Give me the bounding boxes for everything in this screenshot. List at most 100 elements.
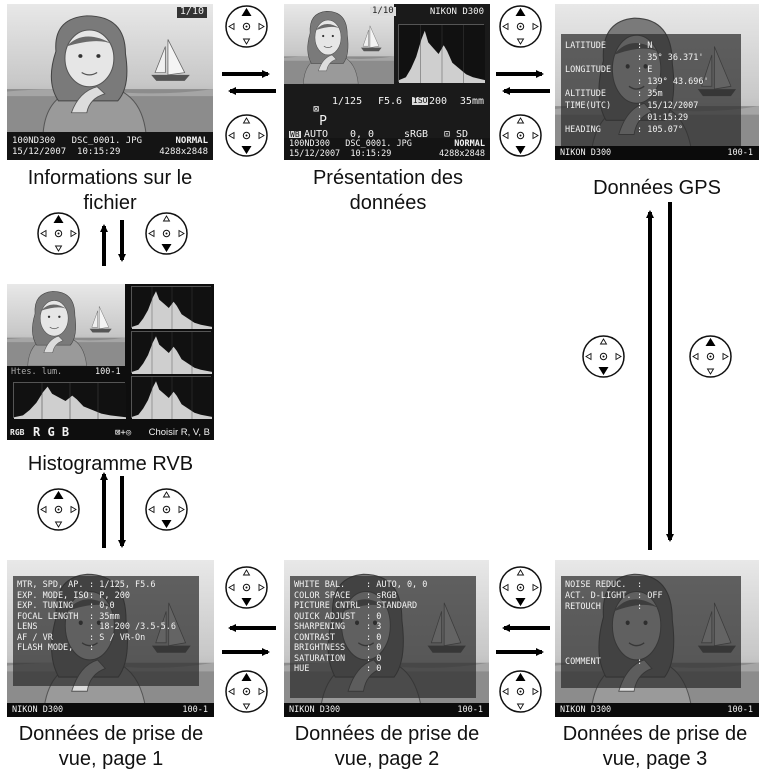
luminance-histogram xyxy=(13,382,126,419)
data-row-value: : 0,0 xyxy=(89,601,115,611)
data-row-label: LENS xyxy=(17,622,38,632)
data-row: WHITE BAL.: AUTO, 0, 0 xyxy=(294,580,427,590)
data-row-value: : 0 xyxy=(366,653,382,664)
frame-counter: 1/10 xyxy=(370,6,396,17)
data-row-label: COLOR SPACE xyxy=(294,590,351,601)
data-row-label xyxy=(565,77,637,87)
data-row: : 01:15:29 xyxy=(565,113,688,123)
data-row-value: : 0 xyxy=(366,664,382,674)
iso-icon: ISO xyxy=(412,96,429,106)
multi-selector-down-icon xyxy=(224,565,269,610)
data-row: LENS : 18-200 /3.5-5.6 xyxy=(17,622,176,632)
multi-selector-down-icon xyxy=(581,334,626,379)
caption-gps: Données GPS xyxy=(593,177,721,199)
data-row-label: FOCAL LENGTH xyxy=(17,611,79,622)
wb-adjust: 0, 0 xyxy=(350,129,375,140)
channel-labels: R G B xyxy=(33,425,70,440)
data-row-value: : P, 200 xyxy=(89,590,130,601)
data-row-value: : xyxy=(637,602,643,612)
multi-selector-up-icon xyxy=(224,4,269,49)
data-row-value: : 35m xyxy=(637,89,663,99)
data-row-label: LONGITUDE xyxy=(565,65,612,75)
data-row: TIME(UTC) : 15/12/2007 xyxy=(565,101,698,111)
frame-counter: 100-1 xyxy=(727,148,753,159)
data-row-label: HUE xyxy=(294,664,310,674)
data-row-label: ACT. D-LIGHT. xyxy=(565,591,632,601)
data-row-value: : 18-200 /3.5-5.6 xyxy=(89,622,176,632)
quality: NORMAL xyxy=(454,139,485,150)
picture-control-icon: ⊡ xyxy=(444,129,451,140)
camera-name: NIKON D300 xyxy=(289,705,341,716)
data-row: FLASH MODE,: xyxy=(17,643,94,653)
photo-thumb xyxy=(7,284,125,366)
data-row-label: PICTURE CNTRL xyxy=(294,601,361,611)
data-row: LONGITUDE: E xyxy=(565,65,652,75)
data-row-label: COMMENT xyxy=(565,657,601,667)
data-row-value: : 139° 43.696' xyxy=(637,77,709,87)
file-info-screen: 1/10 100ND300 DSC_0001. JPG NORMAL 15/12… xyxy=(7,4,213,160)
aperture: F5.6 xyxy=(378,96,403,107)
red-histogram xyxy=(131,286,212,329)
data-row: : 35° 36.371' xyxy=(565,53,704,63)
caption-shooting-page1: Données de prise de vue, page 1 xyxy=(18,723,204,770)
data-row-value: : N xyxy=(637,41,653,51)
data-row-label: EXP. MODE, ISO xyxy=(17,590,89,601)
green-histogram xyxy=(131,331,212,374)
data-row-label: FLASH MODE, xyxy=(17,643,74,653)
camera-name: NIKON D300 xyxy=(560,705,612,716)
folder-file: 100ND300 DSC_0001. JPG xyxy=(12,135,143,146)
data-row-label: CONTRAST xyxy=(294,632,335,643)
data-row-value: : 15/12/2007 xyxy=(637,101,699,111)
data-row-value: : 3 xyxy=(366,622,382,632)
data-row-value: : 35° 36.371' xyxy=(637,53,704,63)
data-row-value: : 0 xyxy=(366,643,382,653)
multi-selector-up-icon xyxy=(498,4,543,49)
color-space: sRGB xyxy=(404,129,429,140)
data-row-label: SATURATION xyxy=(294,653,346,664)
data-row: HUE : 0 xyxy=(294,664,381,674)
data-row-label: MTR, SPD, AP. xyxy=(17,580,84,590)
data-row-label: BRIGHTNESS xyxy=(294,643,346,653)
multi-selector-up-icon xyxy=(36,211,81,256)
data-row-value: : xyxy=(637,580,643,590)
caption-file-info: Informations sur le fichier xyxy=(27,167,193,214)
quality: NORMAL xyxy=(175,135,208,146)
data-row-label: LATITUDE xyxy=(565,41,606,51)
rgb-histogram-screen: Htes. lum. 100-1 RGB R G B ⊠+◎ Choisir R… xyxy=(7,284,214,440)
caption-shooting-page2: Données de prise de vue, page 2 xyxy=(294,723,480,770)
multi-selector-up-icon xyxy=(36,487,81,532)
shutter-speed: 1/125 xyxy=(332,96,363,107)
caption-rgb-histogram: Histogramme RVB xyxy=(27,453,194,475)
data-row: NOISE REDUC.: xyxy=(565,580,642,590)
data-row-label: NOISE REDUC. xyxy=(565,580,627,590)
camera-name: NIKON D300 xyxy=(560,148,612,159)
data-row-value: : sRGB xyxy=(366,590,397,601)
image-size: 4288x2848 xyxy=(438,149,485,160)
data-row-value: : 1/125, F5.6 xyxy=(89,580,156,590)
rgb-label: RGB xyxy=(10,427,25,437)
data-row-label: RETOUCH xyxy=(565,602,601,612)
choose-channel-hint: Choisir R, V, B xyxy=(148,427,210,439)
data-row: MTR, SPD, AP. : 1/125, F5.6 xyxy=(17,580,156,590)
data-row-label: TIME(UTC) xyxy=(565,101,612,111)
data-row: HEADING: 105.07° xyxy=(565,125,683,135)
data-row-value: : AUTO, 0, 0 xyxy=(366,580,428,590)
data-row: PICTURE CNTRL: STANDARD xyxy=(294,601,417,611)
data-row: ACT. D-LIGHT.: OFF xyxy=(565,591,663,601)
data-row-label: AF / VR xyxy=(17,632,53,643)
picture-control: SD xyxy=(456,129,469,140)
gps-screen: LATITUDE : N : 35° 36.371' LONGITUDE: E : 13… xyxy=(555,4,759,160)
meter-icon: ⊠ xyxy=(313,103,320,115)
photo-preview xyxy=(7,4,213,134)
data-row-label xyxy=(565,53,637,63)
frame-counter: 1/10 xyxy=(176,6,207,18)
multi-selector-up-icon xyxy=(498,669,543,714)
data-row-value: : 0 xyxy=(366,632,382,643)
data-row-value: : xyxy=(89,643,95,653)
datetime: 15/12/2007 10:15:29 xyxy=(289,149,392,160)
data-row-value: : 35mm xyxy=(89,611,120,622)
data-row-label: ALTITUDE xyxy=(565,89,606,99)
